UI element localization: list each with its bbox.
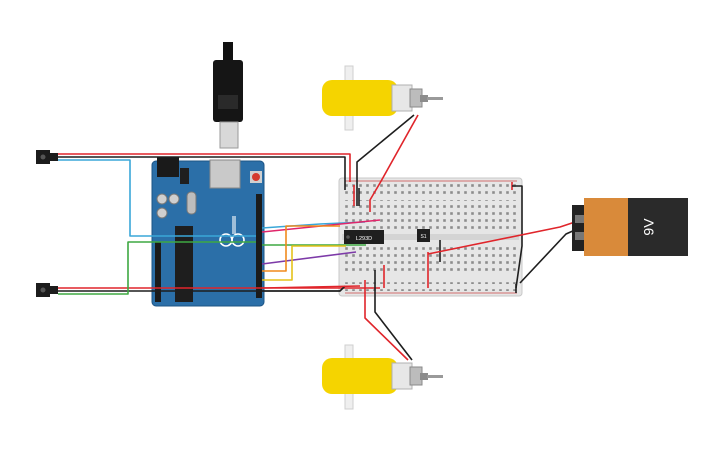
ic-label: L293D [356,236,372,242]
breadboard [338,177,523,297]
battery-9v[interactable]: 9V [572,198,688,256]
arduino-board[interactable] [151,157,265,307]
wire-red [369,114,419,212]
wire-red [427,221,576,255]
switch-s1[interactable]: S1 [417,229,430,242]
ir-sensor-top[interactable] [36,150,58,164]
ir-sensor-bottom[interactable] [36,283,58,297]
wire-red [261,285,361,289]
gear-motor-icon [322,344,443,410]
wire-purple [261,251,357,265]
gear-motor-bottom[interactable] [322,344,443,410]
wire-green [58,241,256,295]
battery-9v-icon [572,198,688,256]
switch-label: S1 [420,234,426,240]
wire-cyan [58,159,256,237]
arduino-logo-icon [219,216,245,247]
wires [58,114,576,361]
wire-black [374,270,413,361]
wire-red [58,153,351,182]
l293d-ic[interactable]: L293D [344,230,384,244]
gear-motor-icon [322,65,443,131]
wire-black [519,229,576,284]
wire-black [356,114,415,206]
gear-motor-top[interactable] [322,65,443,131]
wire-yellow [262,245,346,281]
usb-plug-icon [213,42,243,149]
wire-orange [262,225,340,272]
wire-black [58,156,346,190]
battery-label: 9V [641,218,657,236]
wire-red [364,280,409,361]
wire-black [512,185,523,289]
